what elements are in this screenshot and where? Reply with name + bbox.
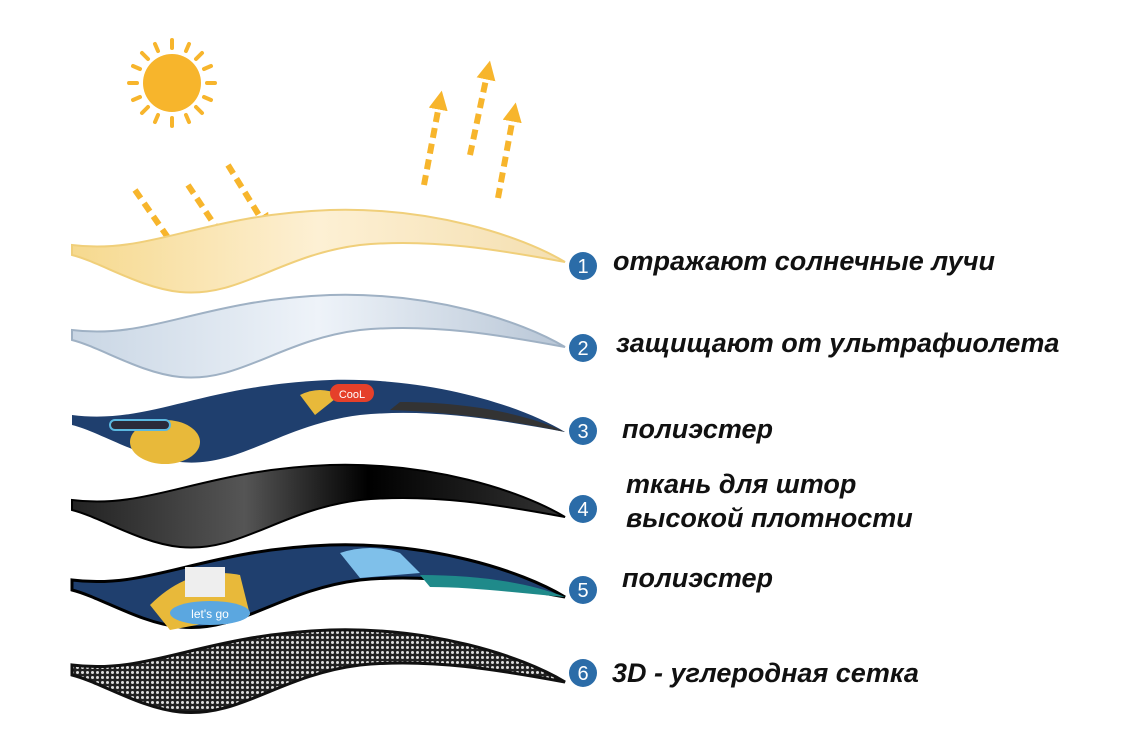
layer-6-label: 3D - углеродная сетка [612, 658, 919, 688]
layer-4-label-line2: высокой плотности [626, 503, 913, 533]
reflected-rays-icon [421, 60, 522, 199]
layer-3-label: полиэстер [622, 414, 773, 444]
svg-text:6: 6 [577, 663, 588, 685]
incoming-rays-icon [132, 163, 271, 260]
cool-print: CooL [339, 389, 365, 401]
layer-1-reflective [71, 208, 566, 294]
layer-5-polyester: let's go [70, 543, 567, 630]
layer-4-blackout [71, 463, 566, 549]
svg-text:4: 4 [577, 499, 588, 521]
badge-3: 3 [569, 417, 597, 445]
layer-3-polyester: CooL [72, 379, 565, 464]
layer-6-carbon-mesh [70, 628, 567, 715]
badge-5: 5 [569, 576, 597, 604]
layer-5-label: полиэстер [622, 563, 773, 593]
badge-2: 2 [569, 334, 597, 362]
sun-icon [127, 38, 217, 128]
lets-go-print: let's go [191, 607, 229, 621]
layer-4-label-line1: ткань для штор [626, 469, 857, 499]
badge-4: 4 [569, 495, 597, 523]
badge-1: 1 [569, 252, 597, 280]
badges: 1 2 3 4 5 6 [569, 252, 597, 687]
svg-text:2: 2 [577, 338, 588, 360]
badge-6: 6 [569, 659, 597, 687]
layer-2-label: защищают от ультрафиолета [616, 328, 1060, 358]
layer-1-label: отражают солнечные лучи [613, 246, 996, 276]
svg-text:3: 3 [577, 421, 588, 443]
layer-2-uv [71, 293, 566, 379]
svg-text:1: 1 [577, 256, 588, 278]
svg-text:5: 5 [577, 580, 588, 602]
